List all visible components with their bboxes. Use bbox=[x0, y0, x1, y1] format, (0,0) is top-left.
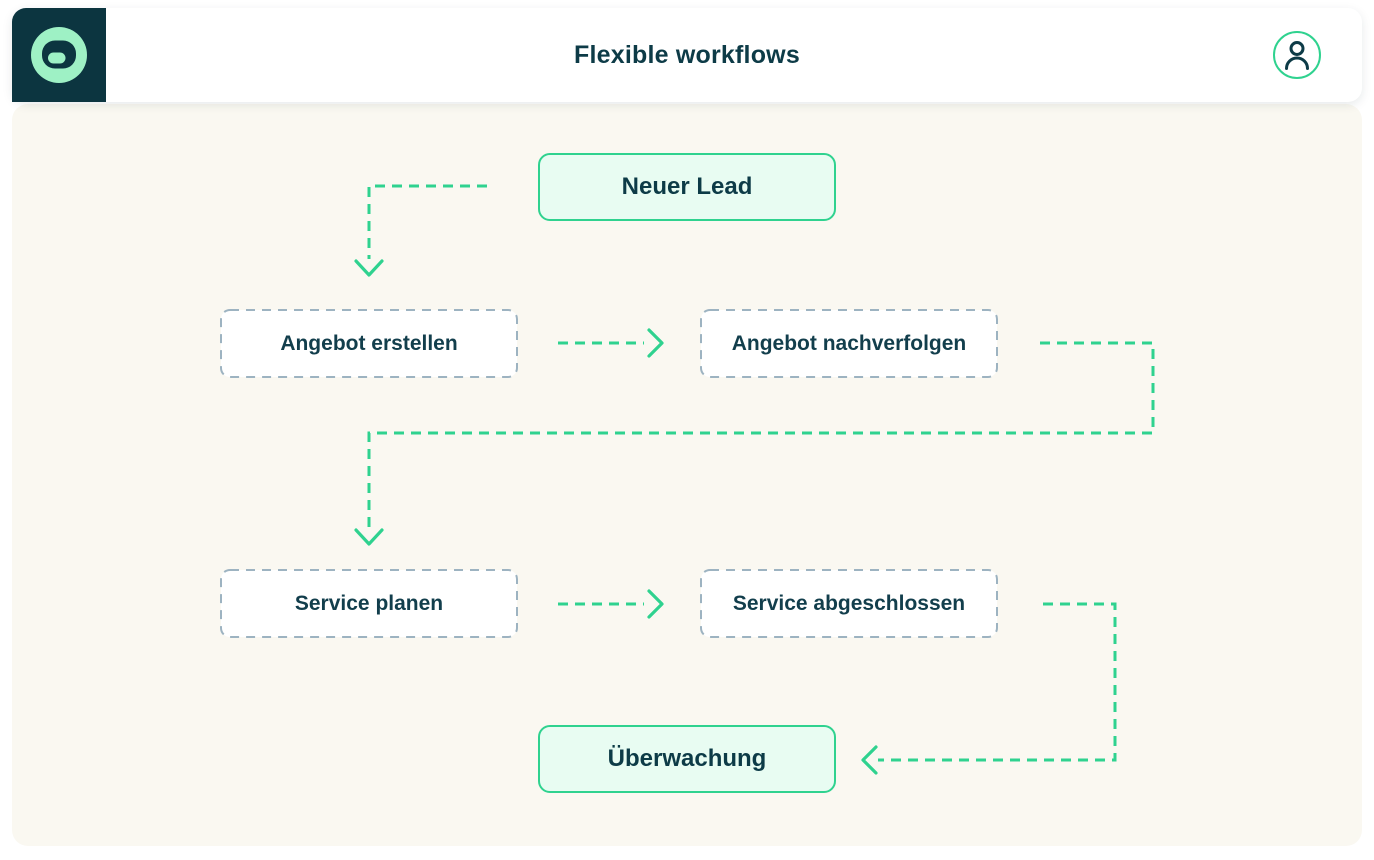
app-header: Flexible workflows bbox=[12, 8, 1362, 102]
node-label: Angebot nachverfolgen bbox=[731, 331, 967, 355]
node-angebot-erstellen[interactable]: Angebot erstellen bbox=[220, 309, 518, 378]
edge-serviceplanen-serviceabgeschlossen bbox=[558, 589, 664, 619]
node-label: Angebot erstellen bbox=[280, 331, 458, 355]
dashed-node-border bbox=[700, 569, 998, 638]
dashed-node-border bbox=[700, 309, 998, 378]
user-avatar-icon bbox=[1285, 41, 1309, 70]
edge-angeboterstellen-angebotnachverfolgen bbox=[558, 328, 664, 358]
node-neuer-lead[interactable]: Neuer Lead bbox=[538, 153, 836, 221]
workflow-canvas: Neuer Lead Angebot erstellen Angebot nac… bbox=[12, 104, 1362, 846]
edge-neuerlead-angeboterstellen bbox=[354, 184, 487, 277]
node-angebot-nachverfolgen[interactable]: Angebot nachverfolgen bbox=[700, 309, 998, 378]
app-logo[interactable] bbox=[12, 8, 106, 102]
page-title: Flexible workflows bbox=[574, 40, 800, 69]
node-label: Neuer Lead bbox=[621, 173, 753, 200]
dashed-node-border bbox=[220, 569, 518, 638]
node-service-planen[interactable]: Service planen bbox=[220, 569, 518, 638]
user-avatar-button[interactable] bbox=[1273, 31, 1321, 79]
mint-ring-logo-icon bbox=[31, 27, 87, 83]
node-label: Service abgeschlossen bbox=[732, 591, 966, 615]
node-ueberwachung[interactable]: Überwachung bbox=[538, 725, 836, 793]
node-service-abgeschlossen[interactable]: Service abgeschlossen bbox=[700, 569, 998, 638]
node-label: Service planen bbox=[294, 591, 444, 615]
node-label: Überwachung bbox=[607, 745, 767, 772]
dashed-node-border bbox=[220, 309, 518, 378]
